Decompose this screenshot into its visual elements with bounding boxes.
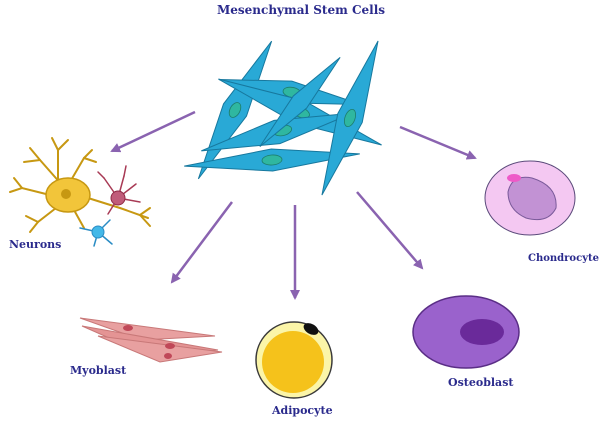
chondrocyte-cell <box>484 160 576 236</box>
stem-cell <box>184 148 360 172</box>
arrow-to-neurons <box>110 110 196 153</box>
stem-cell <box>259 57 341 147</box>
adipocyte-label: Adipocyte <box>272 404 333 417</box>
stem-cell-cluster <box>184 40 382 196</box>
myoblast-cells <box>79 317 223 363</box>
adipocyte-cell <box>255 321 333 399</box>
arrow-to-myoblast <box>170 201 233 284</box>
chondrocyte-label: Chondrocyte <box>528 253 599 264</box>
stem-cell <box>321 40 379 196</box>
differentiation-arrows <box>110 110 477 300</box>
neuron-large <box>9 137 151 233</box>
osteoblast-label: Osteoblast <box>448 376 514 389</box>
neuron-cells <box>9 137 151 247</box>
myoblast-label: Myoblast <box>70 364 127 377</box>
neurons-label: Neurons <box>9 238 62 251</box>
diagram-title: Mesenchymal Stem Cells <box>216 3 386 17</box>
neuron-small-red <box>97 165 141 215</box>
arrow-to-chondrocyte <box>399 125 477 160</box>
neuron-small-blue <box>79 219 113 247</box>
arrow-to-osteoblast <box>356 191 424 270</box>
osteoblast-cell <box>412 295 520 369</box>
